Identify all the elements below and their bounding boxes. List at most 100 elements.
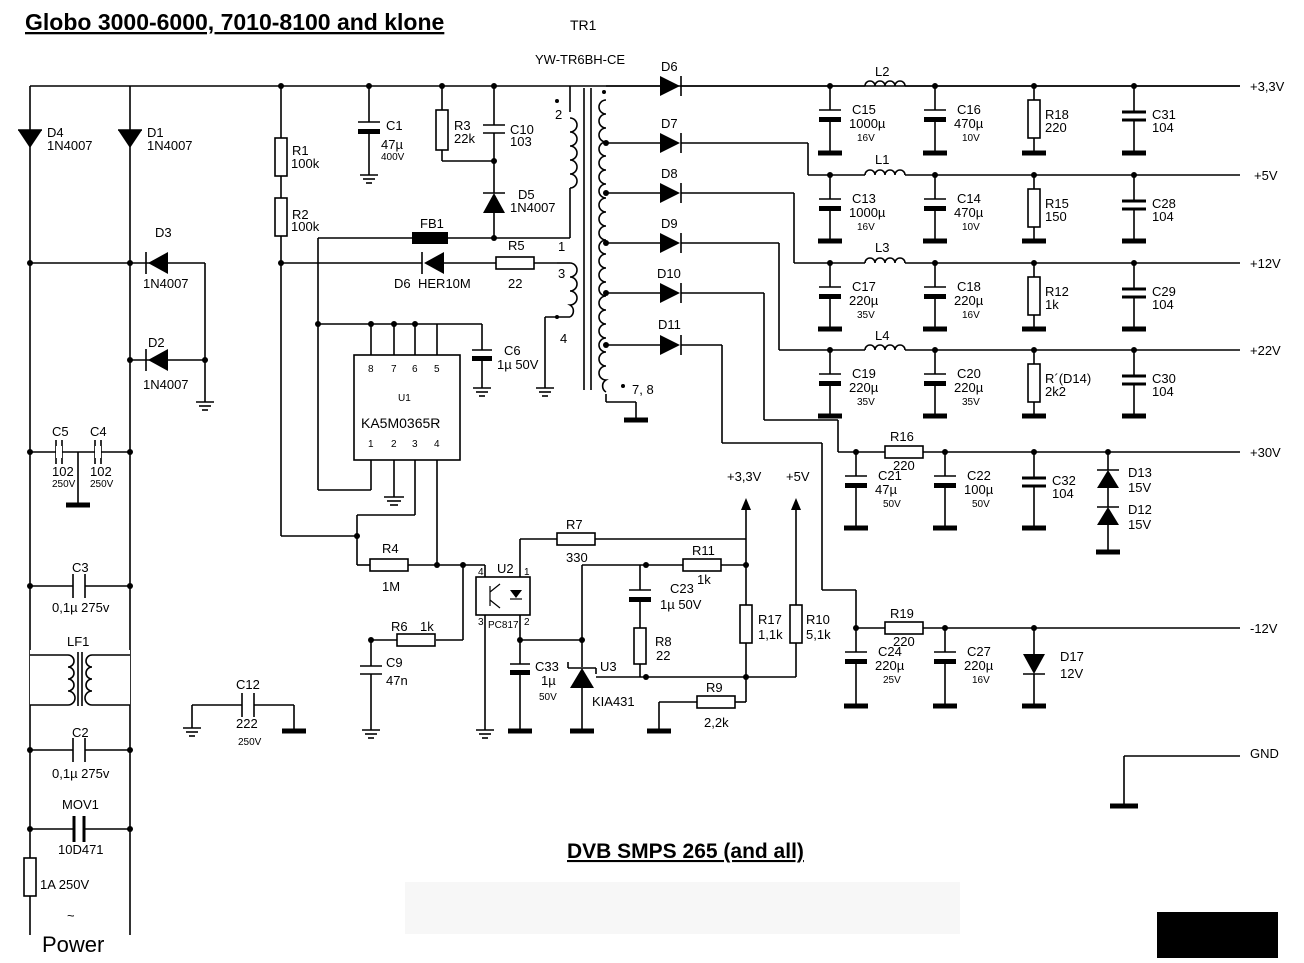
fuse-value: 1A 250V xyxy=(40,877,89,892)
r11-ref: R11 xyxy=(692,543,715,558)
d12-value: 15V xyxy=(1128,517,1151,532)
c19-ref: C19 xyxy=(852,366,876,381)
d1-ref: D1 xyxy=(147,125,164,140)
feedback-section: U2 PC817 4 1 3 2 R7 330 C33 1µ 50V xyxy=(475,469,831,739)
d17-value: 12V xyxy=(1060,666,1083,681)
r19-value: 220 xyxy=(893,634,915,649)
c33-voltage: 50V xyxy=(539,692,557,703)
c9-ref: C9 xyxy=(386,655,403,670)
c12-value: 222 xyxy=(236,716,258,731)
d17-ref: D17 xyxy=(1060,649,1084,664)
c23-ref: C23 xyxy=(670,581,694,596)
c32-ref: C32 xyxy=(1052,473,1076,488)
c22-voltage: 50V xyxy=(972,499,990,510)
c6-ref: C6 xyxy=(504,343,521,358)
primary-winding-top xyxy=(569,117,578,189)
d2-ref: D2 xyxy=(148,335,165,350)
d11-ref: D11 xyxy=(658,317,681,332)
c12-ref: C12 xyxy=(236,677,260,692)
power-tilde: ~ xyxy=(67,908,75,923)
diode-d2 xyxy=(148,349,168,371)
c5-ref: C5 xyxy=(52,424,69,439)
r18-ref: R18 xyxy=(1045,107,1069,122)
c27-value: 220µ xyxy=(964,658,994,673)
diode-d3 xyxy=(148,252,168,274)
u2-part: PC817 xyxy=(488,620,519,631)
capacitor-plate xyxy=(819,206,841,211)
c13-voltage: 16V xyxy=(857,222,875,233)
c28-value: 104 xyxy=(1152,209,1174,224)
tr1-pin1: 1 xyxy=(558,239,565,254)
c4-voltage: 250V xyxy=(90,479,114,490)
resistor-r2 xyxy=(274,197,288,237)
c1-ref: C1 xyxy=(386,118,403,133)
r4-value: 1M xyxy=(382,579,400,594)
c17-value: 220µ xyxy=(849,293,879,308)
resistor-r8 xyxy=(633,627,647,665)
capacitor-plate xyxy=(924,381,946,386)
diode-d10 xyxy=(660,283,680,303)
input-section: D4 1N4007 D1 1N4007 D3 1N4007 D2 1N4007 xyxy=(18,85,1240,957)
c14-value: 470µ xyxy=(954,205,984,220)
capacitor-plate xyxy=(924,294,946,299)
secondary-rectifiers: D6 D7 D8 D9 D10 D11 xyxy=(657,59,857,628)
transformer-tr1: 2 1 3 4 7, 8 xyxy=(536,85,660,423)
c13-value: 1000µ xyxy=(849,205,886,220)
rq-ref: R´(D14) xyxy=(1045,371,1091,386)
capacitor-plate xyxy=(934,659,956,664)
c21-value: 47µ xyxy=(875,482,897,497)
u2-pin3: 3 xyxy=(478,617,484,628)
c1-value: 47µ xyxy=(381,137,403,152)
c14-ref: C14 xyxy=(957,191,981,206)
r2-value: 100k xyxy=(291,219,320,234)
d8-ref: D8 xyxy=(661,166,678,181)
resistor-r6 xyxy=(396,633,436,647)
resistor-r10 xyxy=(789,604,803,644)
c20-value: 220µ xyxy=(954,380,984,395)
r5-value: 22 xyxy=(508,276,522,291)
inductor-l3 xyxy=(864,257,906,264)
ferrite-bead-fb1 xyxy=(412,232,448,244)
c12-block: C12 222 250V xyxy=(183,677,306,748)
c33-value: 1µ xyxy=(541,673,556,688)
diode-d4 xyxy=(18,130,42,148)
c23-value: 1µ 50V xyxy=(660,597,702,612)
lf1-coil-a xyxy=(67,654,76,706)
c27-ref: C27 xyxy=(967,644,991,659)
lf1-coil-b xyxy=(84,654,93,706)
r4-ref: R4 xyxy=(382,541,399,556)
aux-winding xyxy=(567,262,578,318)
rail-12v: +12V xyxy=(1250,256,1281,271)
d12-ref: D12 xyxy=(1128,502,1152,517)
rail-3v3: +3,3V xyxy=(1250,79,1285,94)
c4-value: 102 xyxy=(90,464,112,479)
c15-ref: C15 xyxy=(852,102,876,117)
d5-value: 1N4007 xyxy=(510,200,556,215)
c12-voltage: 250V xyxy=(238,737,262,748)
diode-d6 xyxy=(660,76,680,96)
d10-ref: D10 xyxy=(657,266,681,281)
u1-pin6: 6 xyxy=(412,364,418,375)
u2-ref: U2 xyxy=(497,561,514,576)
u1-pin1: 1 xyxy=(368,439,374,450)
resistor-r12 xyxy=(1027,276,1041,316)
power-label: Power xyxy=(42,932,104,957)
u2-pin4: 4 xyxy=(478,567,484,578)
c21-ref: C21 xyxy=(878,468,902,483)
c16-voltage: 10V xyxy=(962,133,980,144)
c27-voltage: 16V xyxy=(972,675,990,686)
c9-value: 47n xyxy=(386,673,408,688)
d13-ref: D13 xyxy=(1128,465,1152,480)
resistor-r15 xyxy=(1027,188,1041,228)
diagram-subtitle: DVB SMPS 265 (and all) xyxy=(567,840,804,863)
ref-arrow-3v3 xyxy=(741,498,751,510)
r3-ref: R3 xyxy=(454,118,471,133)
c32-value: 104 xyxy=(1052,486,1074,501)
diode-d1 xyxy=(118,130,142,148)
c30-ref: C30 xyxy=(1152,371,1176,386)
resistor-r18 xyxy=(1027,99,1041,139)
c5-value: 102 xyxy=(52,464,74,479)
u1-pin5: 5 xyxy=(434,364,440,375)
capacitor-plate xyxy=(924,117,946,122)
c22-value: 100µ xyxy=(964,482,994,497)
